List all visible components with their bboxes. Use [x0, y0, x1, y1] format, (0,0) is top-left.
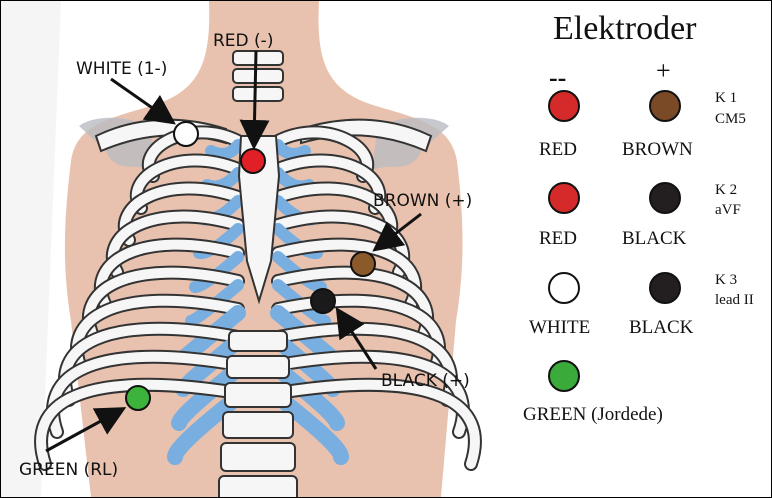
legend-ground-dot: [549, 361, 579, 391]
legend-row3-minus-label: WHITE: [529, 317, 590, 338]
legend-row2-minus-dot: [549, 183, 579, 213]
legend-row2-channel: K 2: [715, 182, 737, 198]
legend-row3-channel: K 3: [715, 272, 737, 288]
green-electrode-label: GREEN (RL): [19, 460, 118, 480]
legend-minus-header: --: [549, 63, 566, 92]
brown-electrode: [351, 252, 375, 276]
legend-row1-plus-label: BROWN: [622, 139, 693, 160]
red-electrode: [241, 149, 265, 173]
legend-title: Elektroder: [553, 10, 697, 47]
legend-row3-plus-label: BLACK: [629, 317, 694, 338]
legend-row3-minus-dot: [549, 273, 579, 303]
black-electrode-label: BLACK (+): [381, 371, 470, 391]
legend-row2-minus-label: RED: [539, 228, 577, 249]
red-arrow: [254, 51, 256, 144]
legend-row3-plus-dot: [650, 273, 680, 303]
legend-row1-lead: CM5: [715, 111, 746, 127]
legend-row2-plus-dot: [650, 183, 680, 213]
white-electrode: [174, 122, 198, 146]
legend: Elektroder -- + RED BROWN K 1 CM5 RED BL…: [523, 10, 754, 425]
legend-row1-plus-dot: [650, 91, 680, 121]
legend-row1-channel: K 1: [715, 90, 737, 106]
green-electrode: [126, 386, 150, 410]
black-electrode: [311, 289, 335, 313]
white-electrode-label: WHITE (1-): [76, 59, 167, 79]
red-electrode-label: RED (-): [213, 31, 273, 51]
legend-plus-header: +: [656, 56, 671, 85]
brown-electrode-label: BROWN (+): [373, 191, 472, 211]
legend-row2-lead: aVF: [715, 202, 741, 218]
legend-row3-lead: lead II: [715, 292, 754, 308]
legend-row1-minus-dot: [549, 91, 579, 121]
legend-row1-minus-label: RED: [539, 139, 577, 160]
legend-row2-plus-label: BLACK: [622, 228, 687, 249]
legend-ground-label: GREEN (Jordede): [523, 404, 663, 425]
